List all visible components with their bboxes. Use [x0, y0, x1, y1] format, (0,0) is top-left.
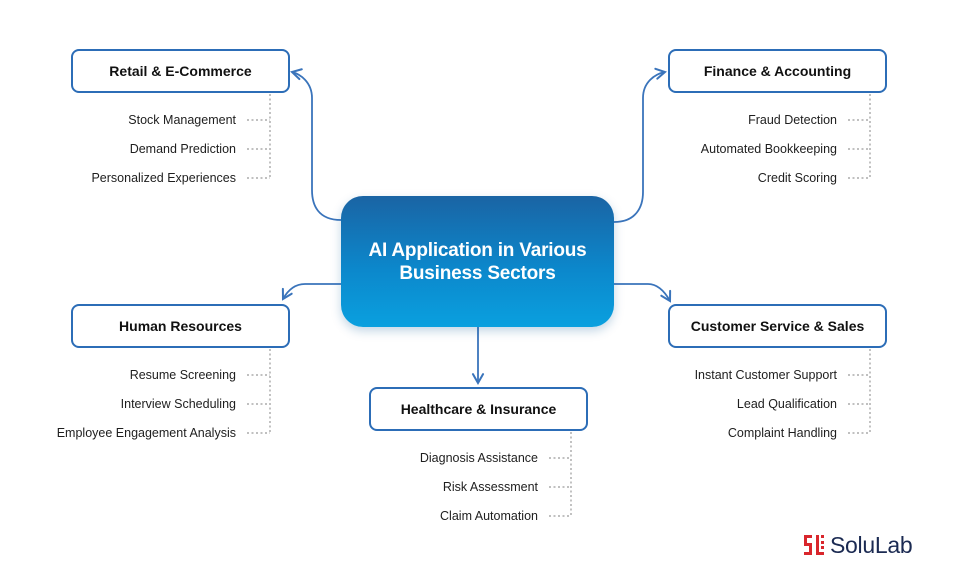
list-item: Interview Scheduling	[120, 397, 236, 411]
list-item: Personalized Experiences	[91, 171, 236, 185]
list-item: Lead Qualification	[736, 397, 837, 411]
logo-text: SoluLab	[830, 531, 913, 558]
center-title-line-2: Business Sectors	[399, 262, 556, 284]
branch-title-hr: Human Resources	[119, 318, 242, 334]
list-item: Stock Management	[128, 113, 236, 127]
branch-node-hr: Human Resources	[71, 304, 290, 348]
solulab-logo: SoluLab	[803, 531, 913, 559]
bracket-hr	[247, 349, 271, 434]
list-item: Diagnosis Assistance	[419, 451, 538, 465]
center-node: AI Application in Various Business Secto…	[341, 196, 614, 327]
connector-hr	[281, 283, 341, 301]
bracket-finance	[848, 94, 871, 179]
list-item: Risk Assessment	[442, 480, 538, 494]
branch-title-customer: Customer Service & Sales	[690, 318, 865, 334]
branch-node-customer: Customer Service & Sales	[668, 304, 887, 348]
list-item: Employee Engagement Analysis	[56, 426, 236, 440]
branch-title-finance: Finance & Accounting	[703, 63, 852, 79]
branch-node-healthcare: Healthcare & Insurance	[369, 387, 588, 431]
connector-finance	[613, 67, 667, 223]
list-item: Fraud Detection	[748, 113, 837, 127]
list-item: Credit Scoring	[757, 171, 837, 185]
list-item: Demand Prediction	[129, 142, 236, 156]
solulab-logo-icon	[804, 535, 824, 555]
bracket-customer	[848, 349, 871, 434]
branch-node-retail: Retail & E-Commerce	[71, 49, 290, 93]
connector-customer	[614, 283, 672, 303]
list-item: Resume Screening	[129, 368, 236, 382]
list-item: Complaint Handling	[727, 426, 837, 440]
bracket-retail	[247, 94, 271, 179]
list-item: Claim Automation	[440, 509, 538, 523]
list-item: Automated Bookkeeping	[700, 142, 837, 156]
bracket-healthcare	[549, 432, 572, 517]
branch-node-finance: Finance & Accounting	[668, 49, 887, 93]
branch-title-retail: Retail & E-Commerce	[109, 63, 252, 79]
connector-retail	[290, 68, 342, 221]
list-item: Instant Customer Support	[694, 368, 837, 382]
center-title-line-1: AI Application in Various	[368, 239, 587, 261]
branch-title-healthcare: Healthcare & Insurance	[400, 401, 557, 417]
